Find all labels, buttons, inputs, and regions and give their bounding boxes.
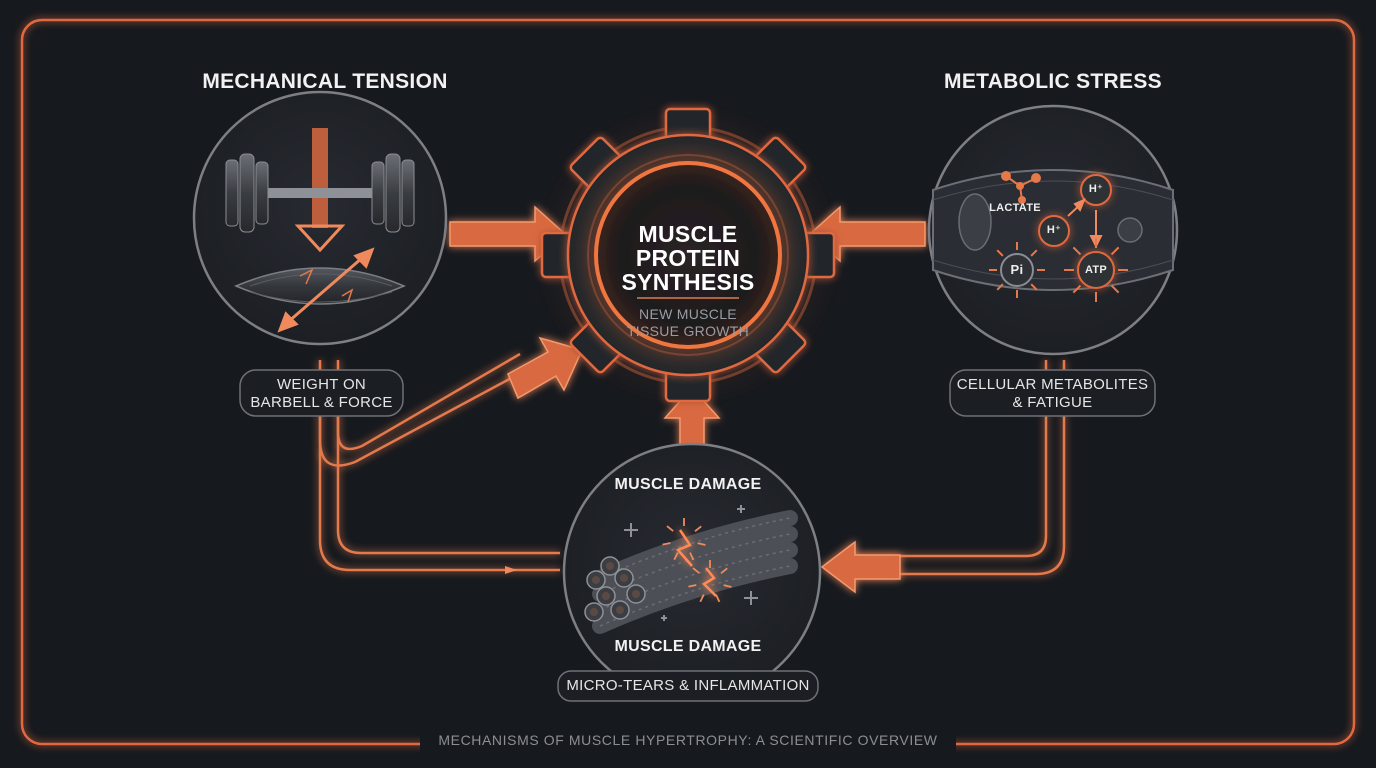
- connector-left-inner: [336, 360, 560, 555]
- mitochondria-icon: [958, 193, 992, 251]
- burst-ray: [996, 249, 1004, 257]
- damage-title-top: MUSCLE DAMAGE: [614, 476, 762, 493]
- spark-ray: [692, 567, 700, 574]
- metabolic-caption-pill: [949, 369, 1156, 417]
- spark-ray: [662, 542, 671, 546]
- connector-lines: [318, 352, 1066, 576]
- burst-ray: [1072, 284, 1082, 294]
- fiber-core: [590, 608, 598, 616]
- fiber-core: [616, 606, 624, 614]
- fiber-core: [602, 592, 610, 600]
- plus-icon: [624, 505, 758, 621]
- metabolic-node: [927, 104, 1179, 356]
- spark-ray: [720, 567, 728, 575]
- phosphate-icon: [1000, 253, 1034, 287]
- spark-ray: [694, 525, 702, 533]
- fiber-core: [620, 574, 628, 582]
- flow-marker-left: [505, 566, 517, 574]
- metabolic-caption-line2: & FATIGUE: [1012, 394, 1093, 411]
- tension-caption-line2: BARBELL & FORCE: [250, 394, 393, 411]
- core-subtitle-line1: NEW MUSCLE: [639, 306, 737, 322]
- connector-diagonal-a: [318, 366, 531, 467]
- spark-ray: [673, 552, 679, 561]
- stretch-arrow-icon: [277, 247, 375, 333]
- core-title-line1: MUSCLE: [638, 221, 738, 247]
- lactate-molecule-icon: [1001, 171, 1041, 204]
- burst-ray: [1030, 283, 1038, 291]
- burst-ray: [1110, 284, 1120, 294]
- tension-title: MECHANICAL TENSION: [202, 70, 448, 93]
- footer-gap: [420, 728, 956, 754]
- footer-caption: MECHANISMS OF MUSCLE HYPERTROPHY: A SCIE…: [438, 732, 938, 748]
- spark-ray: [689, 552, 695, 561]
- spark-ray: [688, 584, 697, 588]
- core-subtitle-line2: TISSUE GROWTH: [626, 323, 750, 339]
- h-ion-1-label: H⁺: [1088, 183, 1104, 195]
- atp-label: ATP: [1084, 264, 1108, 276]
- connector-right-inner: [852, 360, 1048, 558]
- tension-caption-pill: [239, 369, 404, 417]
- fiber-core: [606, 562, 614, 570]
- fiber-core: [632, 590, 640, 598]
- core-title-line2: PROTEIN: [635, 245, 741, 271]
- arrow-diagonal-to-core: [507, 336, 584, 400]
- burst-ray: [996, 283, 1004, 291]
- spark-ray: [697, 542, 706, 546]
- h-ion-2-icon: [1038, 215, 1070, 247]
- spark-ray: [699, 594, 705, 603]
- vesicle-icon: [1117, 217, 1143, 243]
- core-inner-circle: [594, 161, 782, 349]
- damage-title-bottom: MUSCLE DAMAGE: [614, 638, 762, 655]
- phosphate-label: Pi: [1010, 262, 1024, 277]
- spark-ray: [723, 584, 732, 588]
- damage-caption-pill: [557, 670, 819, 702]
- tension-caption-line1: WEIGHT ON: [276, 376, 367, 393]
- spark-ray: [666, 525, 674, 532]
- fiber-striation: [599, 565, 791, 627]
- arrow-metabolic-to-damage: [820, 540, 901, 594]
- burst-ray: [1110, 246, 1120, 256]
- lactate-label: LACTATE: [989, 202, 1041, 214]
- h-ion-1-icon: [1080, 174, 1112, 206]
- burst-ray: [1072, 246, 1082, 256]
- metabolic-caption-line1: CELLULAR METABOLITES: [956, 376, 1149, 393]
- barbell-icon: [225, 153, 415, 233]
- fiber-striation: [599, 517, 791, 579]
- fiber-striation: [599, 549, 791, 611]
- gear-icon: [540, 107, 836, 403]
- connector-right-outer: [852, 360, 1066, 576]
- burst-ray: [1030, 249, 1038, 257]
- lightning-crack-icon: [675, 529, 717, 597]
- atp-icon: [1077, 251, 1115, 289]
- metabolic-title: METABOLIC STRESS: [944, 70, 1162, 93]
- fiber-core: [592, 576, 600, 584]
- down-arrow-icon: [294, 128, 346, 253]
- tension-node: [192, 90, 448, 346]
- muscle-fiber-icon: [234, 267, 406, 305]
- spark-ray: [715, 594, 721, 603]
- damage-node: [562, 442, 822, 702]
- connector-diagonal-b: [336, 352, 521, 451]
- core-title-line3: SYNTHESIS: [621, 269, 755, 295]
- damage-caption: MICRO-TEARS & INFLAMMATION: [566, 677, 810, 694]
- h-ion-2-label: H⁺: [1046, 224, 1062, 236]
- connector-left-outer: [318, 360, 560, 572]
